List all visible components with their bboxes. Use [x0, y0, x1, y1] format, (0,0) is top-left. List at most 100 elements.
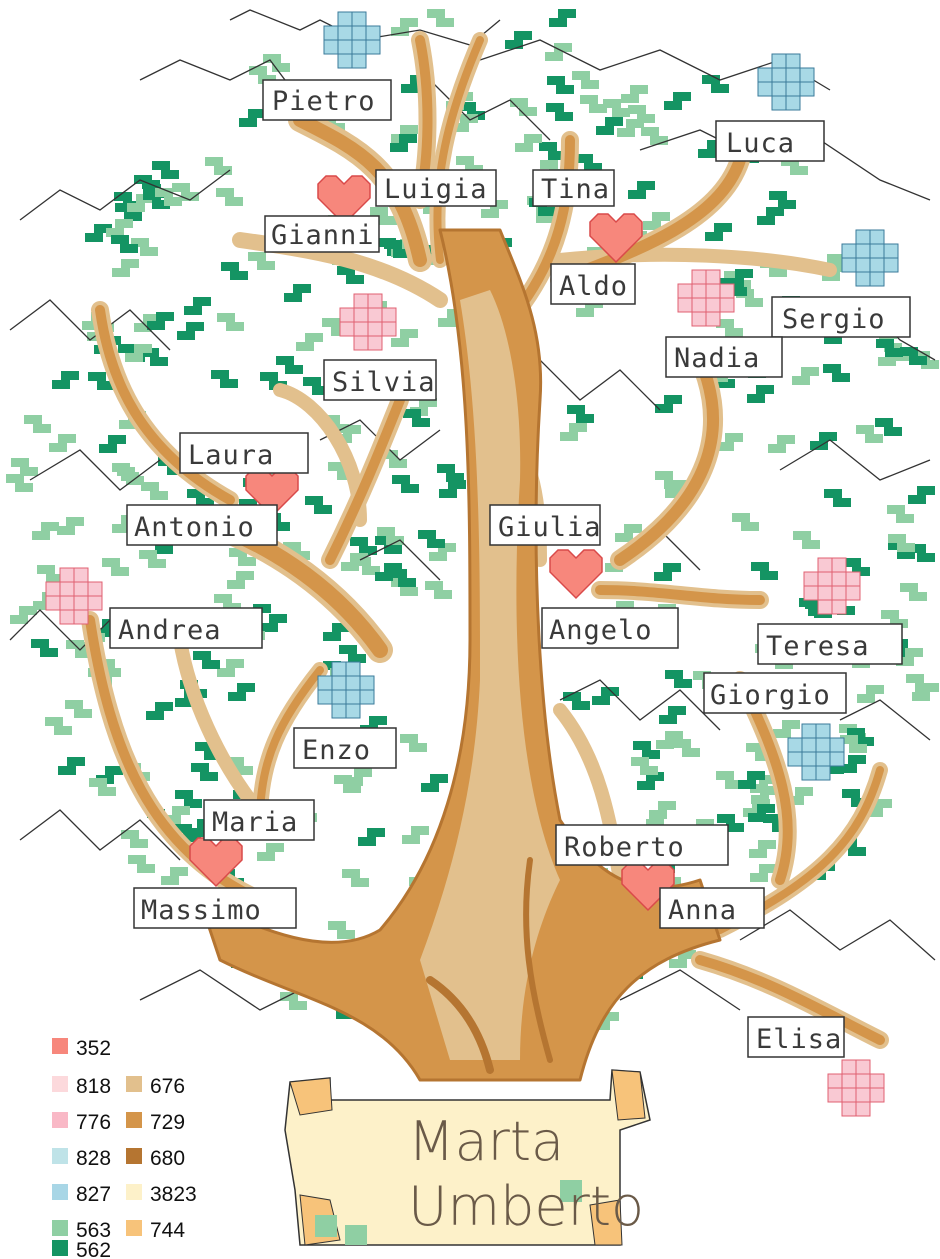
leaf-motif — [421, 774, 448, 792]
leaf-motif — [65, 700, 92, 718]
leaf-motif — [402, 826, 429, 844]
legend-code-827: 827 — [76, 1183, 111, 1206]
legend-swatch-352 — [52, 1038, 68, 1054]
leaf-motif — [49, 434, 76, 452]
leaf-motif — [239, 109, 266, 127]
label-text-gianni: Gianni — [271, 220, 375, 251]
label-text-laura: Laura — [188, 440, 274, 471]
label-sergio: Sergio — [772, 297, 910, 337]
legend-left-column: 352 818 776 828 827 563 562 — [52, 1037, 111, 1259]
label-text-aldo: Aldo — [559, 271, 628, 302]
leaf-motif — [425, 581, 452, 599]
label-text-enzo: Enzo — [302, 735, 371, 766]
leaf-motif — [146, 702, 173, 720]
leaf-motif — [900, 347, 927, 365]
leaf-motif — [824, 489, 851, 507]
legend-swatch-3823 — [126, 1184, 142, 1200]
leaf-motif — [631, 757, 658, 775]
legend-swatch-562 — [52, 1240, 68, 1256]
leaf-motif — [342, 869, 369, 887]
leaf-motif — [749, 840, 776, 858]
leaf-motif — [141, 482, 168, 500]
leaf-motif — [296, 333, 323, 351]
label-angelo: Angelo — [542, 608, 678, 648]
leaf-motif — [823, 364, 850, 382]
label-massimo: Massimo — [134, 888, 296, 928]
label-text-tina: Tina — [541, 174, 610, 205]
color-key-legend: 352 818 776 828 827 563 562 676 729 680 … — [52, 1037, 197, 1259]
label-text-sergio: Sergio — [782, 304, 886, 335]
leaf-motif — [437, 464, 464, 482]
leaf-motif — [793, 531, 820, 549]
legend-code-828: 828 — [76, 1147, 111, 1170]
label-text-teresa: Teresa — [766, 631, 870, 662]
leaf-motif — [248, 252, 275, 270]
label-text-massimo: Massimo — [141, 895, 262, 926]
leaf-motif — [810, 432, 837, 450]
leaf-motif — [633, 741, 660, 759]
leaf-motif — [228, 683, 255, 701]
leaf-motif — [732, 513, 759, 531]
leaf-motif — [768, 435, 795, 453]
legend-code-676: 676 — [150, 1075, 185, 1098]
leaf-motif — [664, 92, 691, 110]
leaf-motif — [257, 843, 284, 861]
label-silvia: Silvia — [324, 360, 436, 400]
legend-code-680: 680 — [150, 1147, 185, 1170]
legend-right-column: 676 729 680 3823 744 — [126, 1075, 197, 1242]
leaf-motif — [547, 76, 574, 94]
leaf-motif — [6, 474, 33, 492]
leaf-motif — [52, 371, 79, 389]
leaf-motif — [161, 867, 188, 885]
leaf-motif — [45, 717, 72, 735]
label-text-elisa: Elisa — [756, 1024, 842, 1055]
leaf-motif — [515, 134, 542, 152]
leaf-motif — [305, 496, 332, 514]
leaf-motif — [773, 720, 800, 738]
leaf-motif — [10, 606, 37, 624]
label-tina: Tina — [533, 170, 614, 206]
leaf-motif — [654, 563, 681, 581]
label-text-anna: Anna — [668, 895, 737, 926]
leaf-motif — [216, 188, 243, 206]
legend-code-352: 352 — [76, 1037, 111, 1060]
leaf-motif — [427, 9, 454, 27]
leaf-motif — [887, 505, 914, 523]
label-enzo: Enzo — [294, 728, 396, 768]
legend-code-744: 744 — [150, 1219, 185, 1242]
puzzle-motif — [324, 12, 380, 68]
legend-swatch-776 — [52, 1112, 68, 1128]
scroll-name-2: Umberto — [408, 1175, 644, 1238]
leaf-motif — [563, 692, 590, 710]
legend-code-776: 776 — [76, 1111, 111, 1134]
label-giorgio: Giorgio — [704, 673, 846, 713]
leaf-motif — [260, 614, 287, 632]
label-text-antonio: Antonio — [134, 512, 255, 543]
label-antonio: Antonio — [127, 505, 277, 545]
leaf-motif — [875, 418, 902, 436]
leaf-motif — [545, 43, 572, 61]
label-laura: Laura — [180, 433, 308, 473]
label-text-silvia: Silvia — [332, 367, 436, 398]
leaf-motif — [102, 558, 129, 576]
leaf-motif — [392, 475, 419, 493]
leaf-motif — [705, 223, 732, 241]
puzzle-motif — [828, 1060, 884, 1116]
leaf-motif — [345, 768, 372, 786]
leaf-motif — [665, 670, 692, 688]
leaf-motif — [751, 562, 778, 580]
puzzle-motif — [842, 230, 898, 286]
leaf-motif — [906, 674, 933, 692]
leaf-motif — [649, 801, 676, 819]
leaf-motif — [217, 659, 244, 677]
leaf-motif — [106, 219, 133, 237]
leaf-motif — [152, 161, 179, 179]
leaf-motif — [177, 322, 204, 340]
leaf-motif — [191, 763, 218, 781]
leaf-motif — [276, 356, 303, 374]
label-teresa: Teresa — [758, 624, 902, 664]
puzzle-motif — [758, 54, 814, 110]
leaf-motif — [358, 828, 385, 846]
leaf-motif — [792, 367, 819, 385]
